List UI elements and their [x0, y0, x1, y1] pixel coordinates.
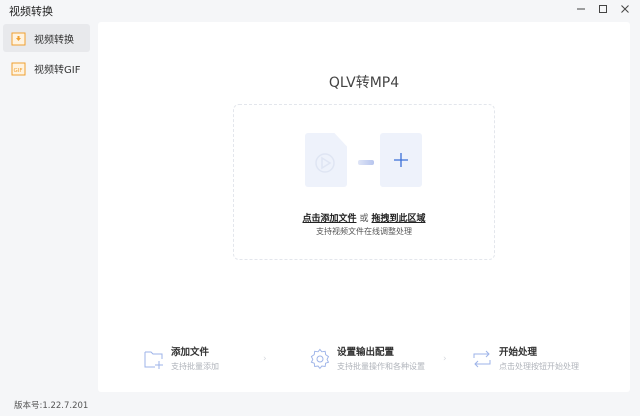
minimize-button[interactable]	[574, 2, 588, 16]
window-controls	[574, 2, 632, 16]
drop-hint: 支持视频文件在线调整处理	[316, 227, 412, 236]
chevron-right-icon: ›	[443, 354, 447, 364]
sidebar-item-label: 视频转GIF	[34, 64, 81, 76]
gif-icon: GIF	[10, 61, 26, 76]
step-add-files: 添加文件 支持批量添加	[143, 344, 219, 372]
connector-dash	[358, 160, 374, 165]
sidebar: 视频转换 GIF 视频转GIF	[0, 22, 96, 84]
close-icon	[621, 5, 629, 13]
drag-here-link[interactable]: 拖拽到此区域	[371, 214, 426, 224]
step-output-settings: 设置输出配置 支持批量操作和各种设置	[309, 344, 425, 372]
drop-instructions: 点击添加文件或拖拽到此区域	[234, 211, 494, 224]
step-title: 设置输出配置	[337, 347, 395, 358]
maximize-icon	[599, 5, 607, 13]
workflow-steps: 添加文件 支持批量添加 › 设置输出配置 支持批量操作和各种设置 › 开始处理 …	[143, 344, 603, 374]
video-file-icon	[305, 133, 347, 187]
file-drop-zone[interactable]: 点击添加文件或拖拽到此区域 支持视频文件在线调整处理	[233, 104, 495, 260]
step-subtitle: 支持批量添加	[171, 362, 219, 371]
sidebar-item-label: 视频转换	[34, 34, 74, 46]
minimize-icon	[577, 8, 585, 10]
step-subtitle: 点击处理按钮开始处理	[499, 362, 579, 371]
step-title: 添加文件	[171, 347, 210, 358]
add-file-link[interactable]: 点击添加文件	[302, 214, 357, 224]
step-start-processing: 开始处理 点击处理按钮开始处理	[471, 344, 579, 372]
title-bar: 视频转换	[0, 0, 640, 20]
sidebar-item-video-convert[interactable]: 视频转换	[3, 24, 90, 52]
main-panel: QLV转MP4 点击添加文件或拖拽到此区域 支持视频文件在线调整处理 添加文件 …	[98, 22, 630, 392]
or-text: 或	[359, 214, 369, 224]
maximize-button[interactable]	[596, 2, 610, 16]
svg-text:GIF: GIF	[14, 68, 23, 74]
plus-icon	[394, 153, 408, 167]
video-convert-icon	[10, 31, 26, 46]
folder-add-icon	[144, 351, 163, 369]
version-label: 版本号:1.22.7.201	[14, 401, 89, 411]
step-title: 开始处理	[499, 347, 538, 358]
gear-icon	[310, 348, 330, 370]
chevron-right-icon: ›	[263, 354, 267, 364]
refresh-icon	[473, 350, 491, 368]
sidebar-item-video-to-gif[interactable]: GIF 视频转GIF	[3, 54, 90, 82]
step-subtitle: 支持批量操作和各种设置	[337, 362, 425, 371]
app-title: 视频转换	[9, 5, 53, 18]
close-button[interactable]	[618, 2, 632, 16]
add-file-button[interactable]	[380, 133, 422, 187]
page-title: QLV转MP4	[328, 75, 400, 91]
